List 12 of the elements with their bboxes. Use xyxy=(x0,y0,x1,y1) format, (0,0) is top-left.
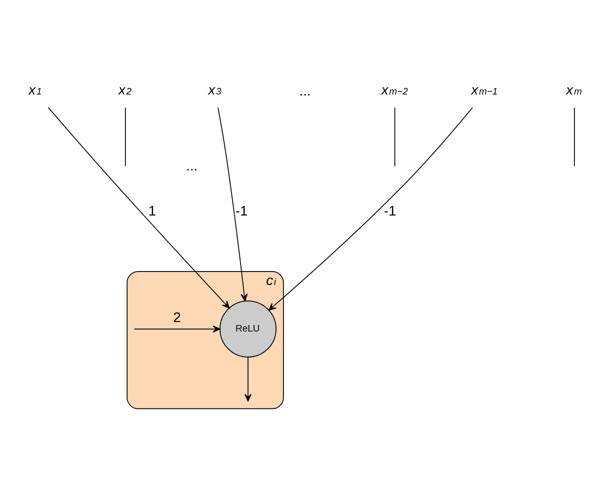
label: ... xyxy=(299,82,311,98)
edge-label: 1 xyxy=(148,202,156,218)
label: ... xyxy=(186,156,198,173)
node-text: x2 xyxy=(118,80,132,97)
node-text: xm−2 xyxy=(381,80,408,97)
node-text: x3 xyxy=(208,80,222,97)
node-text: x1 xyxy=(28,80,42,97)
node-text: xm−1 xyxy=(471,80,498,97)
edge-label: -1 xyxy=(384,202,396,218)
edge-label: -1 xyxy=(235,202,248,218)
edge-label: 2 xyxy=(173,308,181,324)
node-text: xm xyxy=(566,80,582,97)
